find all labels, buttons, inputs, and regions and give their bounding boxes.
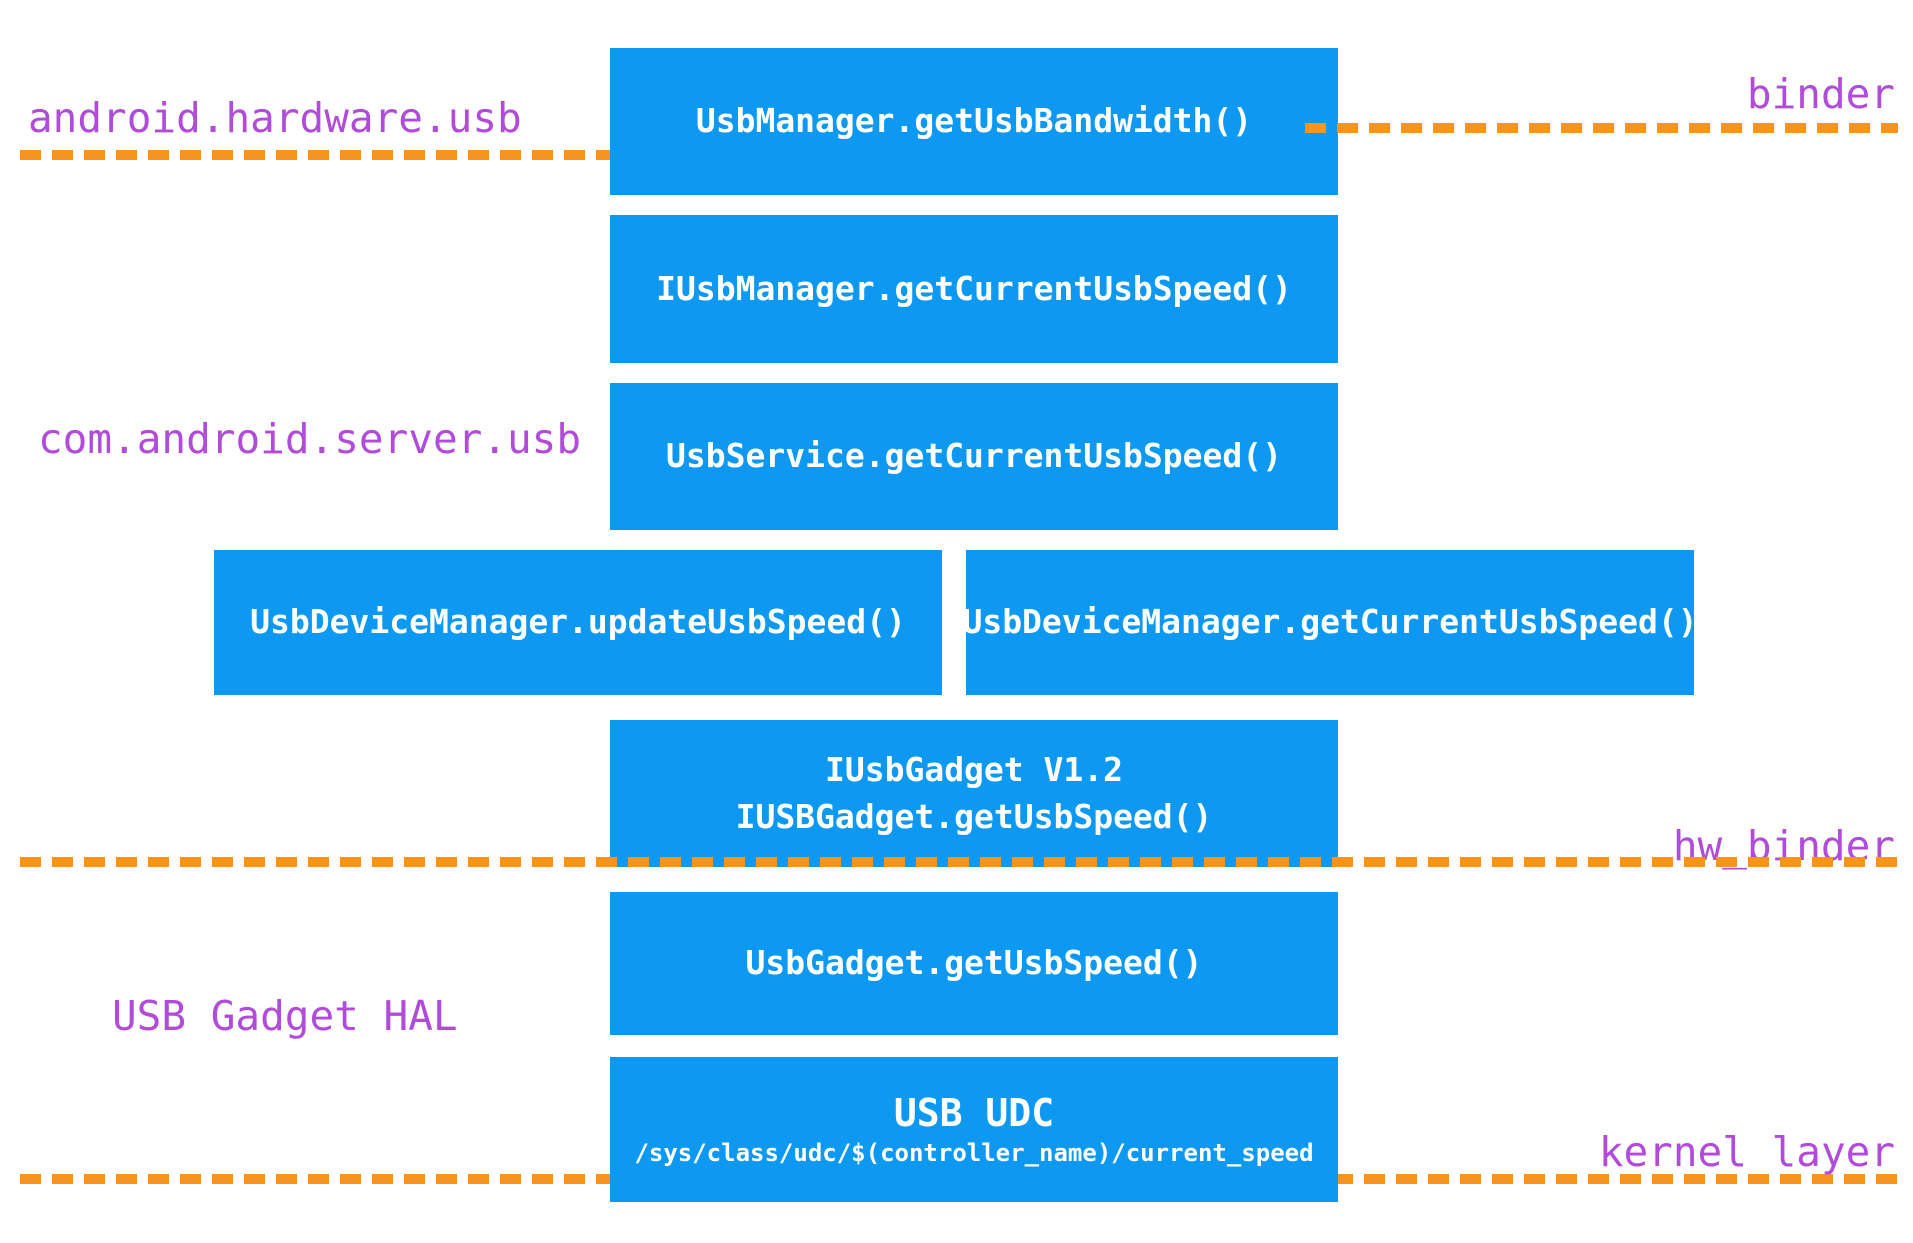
box-iusbgadget-getusbspeed-label: IUSBGadget.getUsbSpeed() [735, 796, 1213, 836]
box-usbdevicemanager-getcurrentusbspeed: UsbDeviceManager.getCurrentUsbSpeed() [962, 550, 1698, 695]
box-usbservice-getcurrentusbspeed-label: UsbService.getCurrentUsbSpeed() [666, 436, 1282, 476]
box-usb-udc-title: USB UDC [893, 1091, 1055, 1136]
box-usbmanager-getusbbandwidth-label: UsbManager.getUsbBandwidth() [695, 101, 1253, 141]
box-usbdevicemanager-updateusbspeed: UsbDeviceManager.updateUsbSpeed() [214, 550, 942, 695]
box-usbmanager-getusbbandwidth: UsbManager.getUsbBandwidth() [610, 48, 1338, 195]
box-usbdevicemanager-getcurrentusbspeed-label: UsbDeviceManager.getCurrentUsbSpeed() [962, 602, 1698, 642]
box-usbgadget-getusbspeed: UsbGadget.getUsbSpeed() [610, 892, 1338, 1035]
box-iusbmanager-getcurrentusbspeed-label: IUsbManager.getCurrentUsbSpeed() [656, 268, 1292, 308]
box-iusbmanager-getcurrentusbspeed: IUsbManager.getCurrentUsbSpeed() [610, 215, 1338, 363]
layer-label-binder: binder [1746, 70, 1895, 118]
box-iusbgadget-getusbspeed: IUsbGadget V1.2 IUSBGadget.getUsbSpeed() [610, 720, 1338, 867]
boundary-line-hw-binder [20, 857, 1898, 867]
layer-label-kernel-layer: kernel layer [1598, 1128, 1895, 1176]
box-usb-udc: USB UDC /sys/class/udc/$(controller_name… [610, 1057, 1338, 1202]
box-iusbgadget-version-label: IUsbGadget V1.2 [824, 749, 1123, 789]
layer-label-usb-gadget-hal: USB Gadget HAL [112, 992, 458, 1040]
box-usbdevicemanager-updateusbspeed-label: UsbDeviceManager.updateUsbSpeed() [250, 602, 906, 642]
boundary-line-binder [1305, 123, 1898, 133]
box-usbservice-getcurrentusbspeed: UsbService.getCurrentUsbSpeed() [610, 383, 1338, 530]
layer-label-android-hardware-usb: android.hardware.usb [28, 94, 522, 142]
layer-label-com-android-server-usb: com.android.server.usb [38, 415, 582, 463]
boundary-line-android-hardware-usb [20, 150, 612, 160]
box-usb-udc-sysfs-path: /sys/class/udc/$(controller_name)/curren… [634, 1138, 1314, 1167]
box-usbgadget-getusbspeed-label: UsbGadget.getUsbSpeed() [745, 943, 1203, 983]
